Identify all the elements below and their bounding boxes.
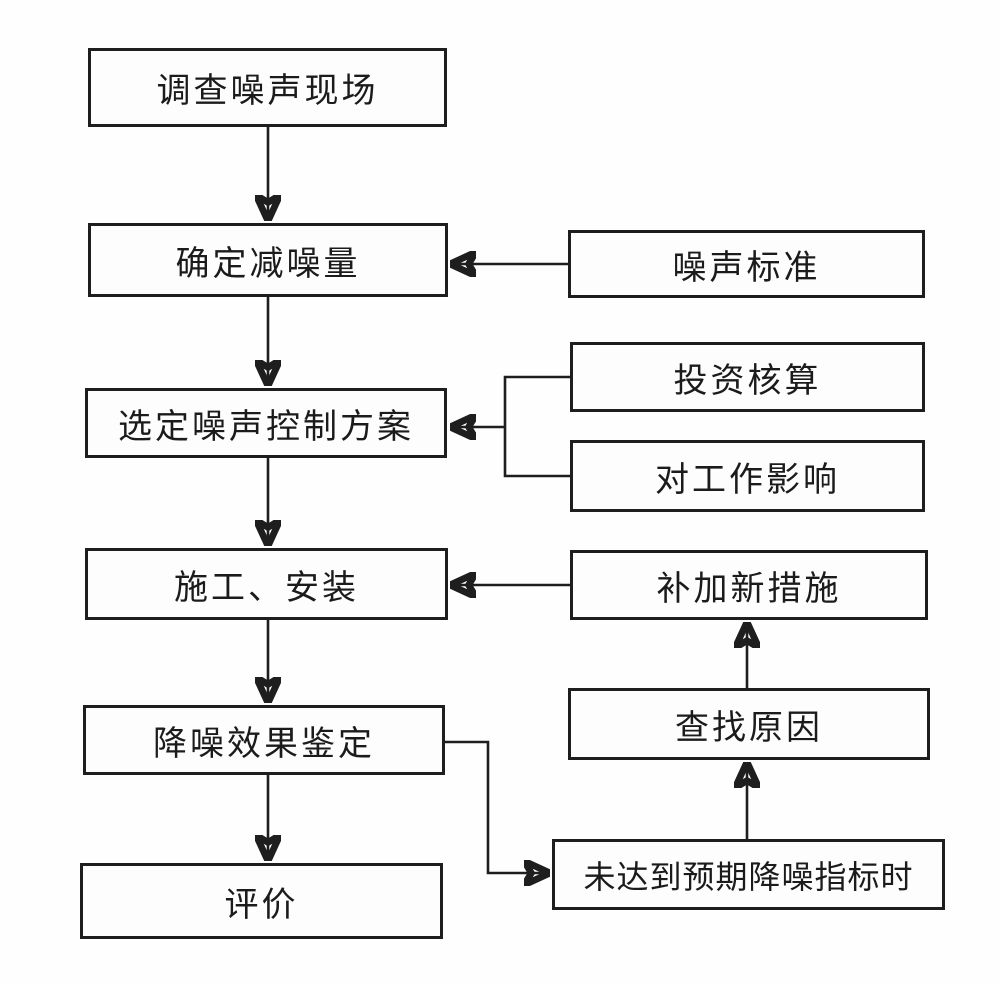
node-noise-reduction-appraisal-label: 降噪效果鉴定 [153, 725, 375, 763]
node-survey-noise-site-label: 调查噪声现场 [156, 73, 379, 110]
node-investment-accounting: 投资核算 [570, 342, 925, 412]
node-select-control-plan: 选定噪声控制方案 [85, 388, 447, 458]
node-additional-new-measures: 补加新措施 [570, 550, 928, 620]
node-noise-standard-label: 噪声标准 [672, 249, 821, 287]
node-noise-standard: 噪声标准 [568, 230, 925, 298]
node-survey-noise-site: 调查噪声现场 [88, 48, 447, 127]
node-target-not-reached-label: 未达到预期降噪指标时 [583, 858, 914, 895]
edge-appraise-to-not-reached [445, 740, 548, 873]
node-find-cause: 查找原因 [568, 688, 930, 760]
node-target-not-reached: 未达到预期降噪指标时 [552, 839, 945, 910]
bracket-investment-work-impact [503, 375, 570, 478]
node-work-impact-label: 对工作影响 [655, 461, 840, 499]
node-determine-noise-reduction: 确定减噪量 [88, 223, 448, 297]
node-determine-noise-reduction-label: 确定减噪量 [175, 245, 361, 283]
node-construction-installation: 施工、安装 [85, 548, 448, 620]
node-evaluation-label: 评价 [224, 886, 299, 924]
node-noise-reduction-appraisal: 降噪效果鉴定 [83, 705, 445, 775]
node-find-cause-label: 查找原因 [675, 709, 823, 747]
node-work-impact: 对工作影响 [570, 440, 925, 512]
node-evaluation: 评价 [80, 863, 443, 939]
node-investment-accounting-label: 投资核算 [673, 362, 822, 400]
node-construction-installation-label: 施工、安装 [174, 569, 359, 607]
node-select-control-plan-label: 选定噪声控制方案 [118, 408, 414, 446]
node-additional-new-measures-label: 补加新措施 [656, 570, 842, 608]
